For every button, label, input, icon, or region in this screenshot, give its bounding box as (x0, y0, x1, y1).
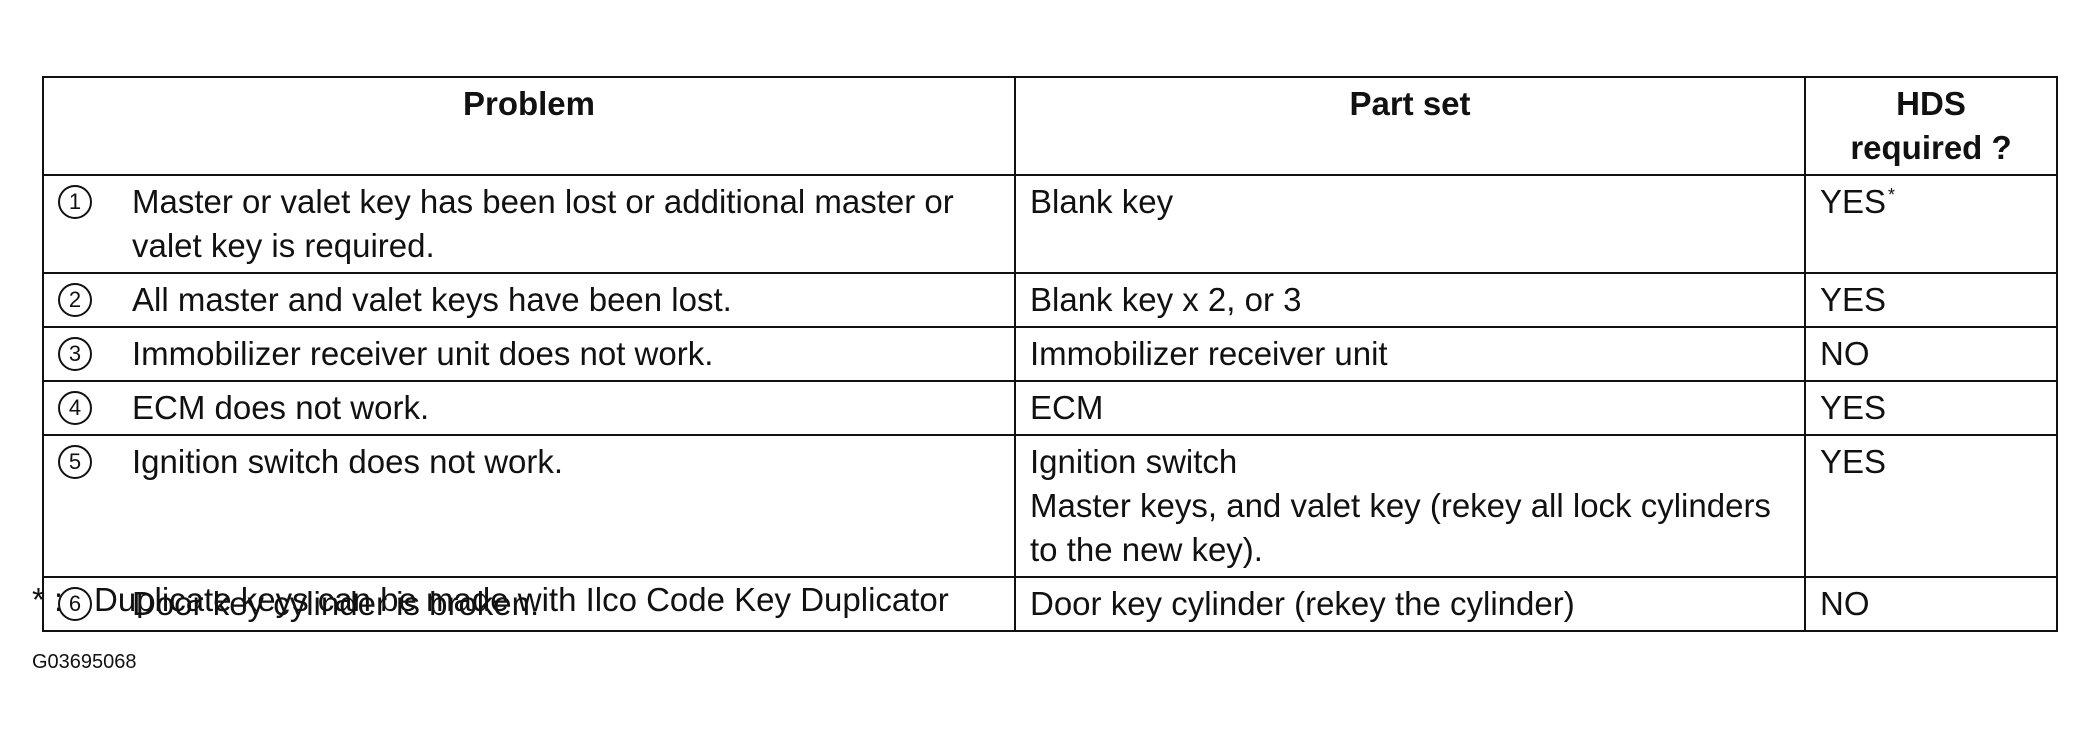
part-set-cell: Door key cylinder (rekey the cylinder) (1014, 576, 1806, 632)
figure-code: G03695068 (32, 651, 137, 673)
parts-table: Problem Part set HDS required ? 1 Master… (42, 76, 2058, 632)
table-header: Problem Part set HDS required ? (42, 76, 2058, 176)
part-set-cell: Blank key x 2, or 3 (1014, 272, 1806, 328)
hds-footnote-mark: * (1888, 185, 1896, 205)
row-number-circle: 3 (58, 337, 92, 371)
header-hds-required: HDS required ? (1804, 76, 2058, 176)
table-row-4: 4 ECM does not work. ECM YES (42, 380, 2058, 436)
problem-wrap: 4 ECM does not work. (58, 386, 1000, 430)
part-set-line: Door key cylinder (rekey the cylinder) (1030, 585, 1575, 622)
part-set-line: ECM (1030, 389, 1104, 426)
hds-cell: NO (1804, 326, 2058, 382)
header-problem: Problem (42, 76, 1016, 176)
problem-wrap: 2 All master and valet keys have been lo… (58, 278, 1000, 322)
header-part-set: Part set (1014, 76, 1806, 176)
table-row-2: 2 All master and valet keys have been lo… (42, 272, 2058, 328)
problem-wrap: 6 Door key cylinder is broken. (58, 582, 1000, 626)
problem-cell: 1 Master or valet key has been lost or a… (42, 174, 1016, 274)
part-set-line: Blank key (1030, 183, 1174, 220)
footnote-mark: * : (32, 581, 64, 618)
hds-value: YES (1820, 281, 1887, 318)
problem-text: ECM does not work. (132, 389, 430, 426)
problem-wrap: 3 Immobilizer receiver unit does not wor… (58, 332, 1000, 376)
table-row-6: 6 Door key cylinder is broken. Door key … (42, 576, 2058, 632)
problem-cell: 5 Ignition switch does not work. (42, 434, 1016, 578)
problem-text: Master or valet key has been lost or add… (132, 183, 954, 264)
footnote-text: Duplicate keys can be made with Ilco Cod… (94, 581, 949, 618)
hds-cell: YES (1804, 380, 2058, 436)
problem-cell: 4 ECM does not work. (42, 380, 1016, 436)
header-hds-line1: HDS (1896, 85, 1966, 122)
hds-cell: YES (1804, 434, 2058, 578)
header-row: Problem Part set HDS required ? (42, 76, 2058, 176)
hds-value: YES (1820, 183, 1887, 220)
problem-cell: 3 Immobilizer receiver unit does not wor… (42, 326, 1016, 382)
hds-cell: YES* (1804, 174, 2058, 274)
table-row-5: 5 Ignition switch does not work. Ignitio… (42, 434, 2058, 578)
hds-value: YES (1820, 389, 1887, 426)
hds-value: NO (1820, 585, 1870, 622)
part-set-cell: ECM (1014, 380, 1806, 436)
problem-text: Ignition switch does not work. (132, 443, 564, 480)
problem-cell: 2 All master and valet keys have been lo… (42, 272, 1016, 328)
problem-text: Door key cylinder is broken. (132, 585, 540, 622)
problem-text: Immobilizer receiver unit does not work. (132, 335, 714, 372)
part-set-line: Immobilizer receiver unit (1030, 335, 1388, 372)
part-set-line: Ignition switch (1030, 443, 1238, 480)
footnote: * : Duplicate keys can be made with Ilco … (32, 578, 949, 622)
table-row-3: 3 Immobilizer receiver unit does not wor… (42, 326, 2058, 382)
table-row-1: 1 Master or valet key has been lost or a… (42, 174, 2058, 274)
problem-wrap: 5 Ignition switch does not work. (58, 440, 1000, 484)
part-set-line: Master keys, and valet key (rekey all lo… (1030, 487, 1771, 568)
hds-cell: NO (1804, 576, 2058, 632)
problem-wrap: 1 Master or valet key has been lost or a… (58, 180, 1000, 268)
hds-value: NO (1820, 335, 1870, 372)
row-number-circle: 5 (58, 445, 92, 479)
hds-cell: YES (1804, 272, 2058, 328)
part-set-cell: Blank key (1014, 174, 1806, 274)
part-set-line: Blank key x 2, or 3 (1030, 281, 1302, 318)
part-set-cell: Immobilizer receiver unit (1014, 326, 1806, 382)
row-number-circle: 1 (58, 185, 92, 219)
problem-cell: 6 Door key cylinder is broken. (42, 576, 1016, 632)
problem-text: All master and valet keys have been lost… (132, 281, 732, 318)
row-number-circle: 4 (58, 391, 92, 425)
row-number-circle: 6 (58, 587, 92, 621)
table-body: 1 Master or valet key has been lost or a… (42, 174, 2058, 632)
row-number-circle: 2 (58, 283, 92, 317)
hds-value: YES (1820, 443, 1887, 480)
header-hds-line2: required ? (1850, 129, 2012, 166)
